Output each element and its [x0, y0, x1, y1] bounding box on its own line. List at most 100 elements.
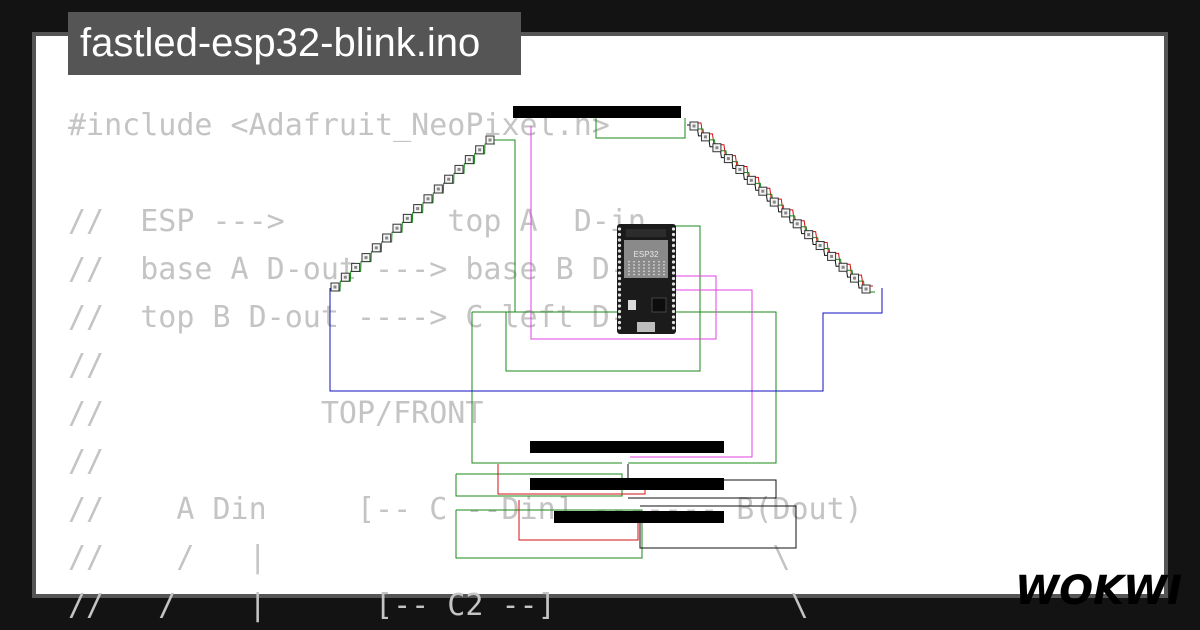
project-title: fastled-esp32-blink.ino [80, 21, 481, 65]
led-chip[interactable] [692, 124, 696, 128]
led-chip[interactable] [830, 254, 834, 258]
led-chip[interactable] [478, 148, 482, 152]
led-chip[interactable] [457, 167, 461, 171]
led-chip[interactable] [841, 265, 845, 269]
header-pin[interactable] [617, 276, 622, 281]
led-chip[interactable] [807, 233, 811, 237]
simulation-canvas[interactable]: #include <Adafruit_NeoPixel.h>// ESP ---… [36, 36, 1182, 623]
wire-green[interactable] [455, 509, 643, 559]
led-chip[interactable] [343, 275, 347, 279]
header-pin[interactable] [617, 315, 622, 319]
led-chip[interactable] [715, 146, 719, 150]
led-chip[interactable] [395, 226, 399, 230]
header-pin[interactable] [671, 276, 676, 281]
project-title-tab: fastled-esp32-blink.ino [68, 12, 521, 75]
header-pin[interactable] [671, 287, 676, 292]
usb-chip [651, 297, 667, 313]
led-chip[interactable] [416, 207, 420, 211]
header-pin[interactable] [617, 320, 622, 325]
led-bar-c[interactable] [530, 441, 724, 453]
code-line: // / | \ [68, 540, 791, 575]
wire-red[interactable] [518, 500, 639, 541]
wire-magenta[interactable] [630, 289, 753, 458]
header-pin[interactable] [671, 243, 676, 248]
header-pin[interactable] [617, 254, 622, 259]
header-pin[interactable] [617, 298, 622, 303]
button-boot[interactable] [628, 300, 636, 310]
header-pin[interactable] [671, 271, 676, 275]
header-pin[interactable] [671, 309, 676, 314]
wire-blue[interactable] [329, 288, 883, 392]
header-pin[interactable] [671, 227, 676, 231]
led-chip[interactable] [864, 287, 868, 291]
led-chip[interactable] [772, 200, 776, 204]
led-bar-c3[interactable] [554, 511, 724, 523]
header-pin[interactable] [671, 238, 676, 242]
circuit-diagram[interactable]: ESP32 [36, 36, 1164, 594]
header-pin[interactable] [671, 265, 676, 270]
header-pin[interactable] [671, 315, 676, 319]
header-pin[interactable] [617, 287, 622, 292]
led-chip[interactable] [436, 187, 440, 191]
led-bar-c2[interactable] [530, 478, 724, 490]
header-pin[interactable] [671, 304, 676, 308]
header-pin[interactable] [617, 293, 622, 297]
header-pin[interactable] [671, 282, 676, 286]
led-strip-right[interactable] [689, 121, 871, 294]
wire-green[interactable] [672, 225, 701, 312]
header-pin[interactable] [617, 232, 622, 237]
led-chip[interactable] [749, 178, 753, 182]
header-pin[interactable] [617, 282, 622, 286]
wokwi-logo: WOKWI [1015, 568, 1182, 614]
led-chip[interactable] [726, 157, 730, 161]
led-chip[interactable] [426, 197, 430, 201]
led-chip[interactable] [385, 236, 389, 240]
led-chip[interactable] [853, 276, 857, 280]
led-chip[interactable] [467, 158, 471, 162]
wire-green[interactable] [595, 118, 686, 139]
led-chip[interactable] [738, 167, 742, 171]
header-pin[interactable] [617, 309, 622, 314]
led-chip[interactable] [364, 256, 368, 260]
header-pin[interactable] [617, 238, 622, 242]
led-chip[interactable] [488, 138, 492, 142]
header-pin[interactable] [671, 326, 676, 330]
wire-green[interactable] [471, 312, 622, 464]
header-pin[interactable] [617, 304, 622, 308]
led-chip[interactable] [354, 265, 358, 269]
led-chip[interactable] [703, 135, 707, 139]
led-chip[interactable] [333, 285, 337, 289]
wire-green[interactable] [472, 311, 777, 464]
header-pin[interactable] [617, 326, 622, 330]
wire-black[interactable] [639, 505, 797, 549]
led-chip[interactable] [795, 222, 799, 226]
esp32-board[interactable]: ESP32 [617, 224, 676, 334]
header-pin[interactable] [671, 298, 676, 303]
header-pin[interactable] [671, 249, 676, 253]
header-pin[interactable] [671, 293, 676, 297]
header-pins-left [617, 227, 622, 330]
header-pin[interactable] [617, 243, 622, 248]
led-strip-left[interactable] [330, 135, 495, 292]
wire-black[interactable] [627, 464, 777, 499]
header-pin[interactable] [671, 232, 676, 237]
wire-magenta[interactable] [530, 126, 717, 340]
usb-port[interactable] [637, 322, 655, 332]
led-chip[interactable] [818, 244, 822, 248]
header-pin[interactable] [617, 271, 622, 275]
led-chip[interactable] [374, 246, 378, 250]
header-pin[interactable] [617, 227, 622, 231]
led-chip[interactable] [784, 211, 788, 215]
led-chip[interactable] [761, 189, 765, 193]
led-bar-top[interactable] [513, 106, 681, 118]
header-pin[interactable] [617, 260, 622, 264]
code-watermark: #include <Adafruit_NeoPixel.h>// ESP ---… [68, 102, 863, 630]
wire-green[interactable] [455, 473, 623, 497]
led-chip[interactable] [405, 216, 409, 220]
header-pin[interactable] [671, 320, 676, 325]
header-pin[interactable] [617, 265, 622, 270]
header-pin[interactable] [617, 249, 622, 253]
led-chip[interactable] [447, 177, 451, 181]
header-pin[interactable] [671, 260, 676, 264]
header-pin[interactable] [671, 254, 676, 259]
